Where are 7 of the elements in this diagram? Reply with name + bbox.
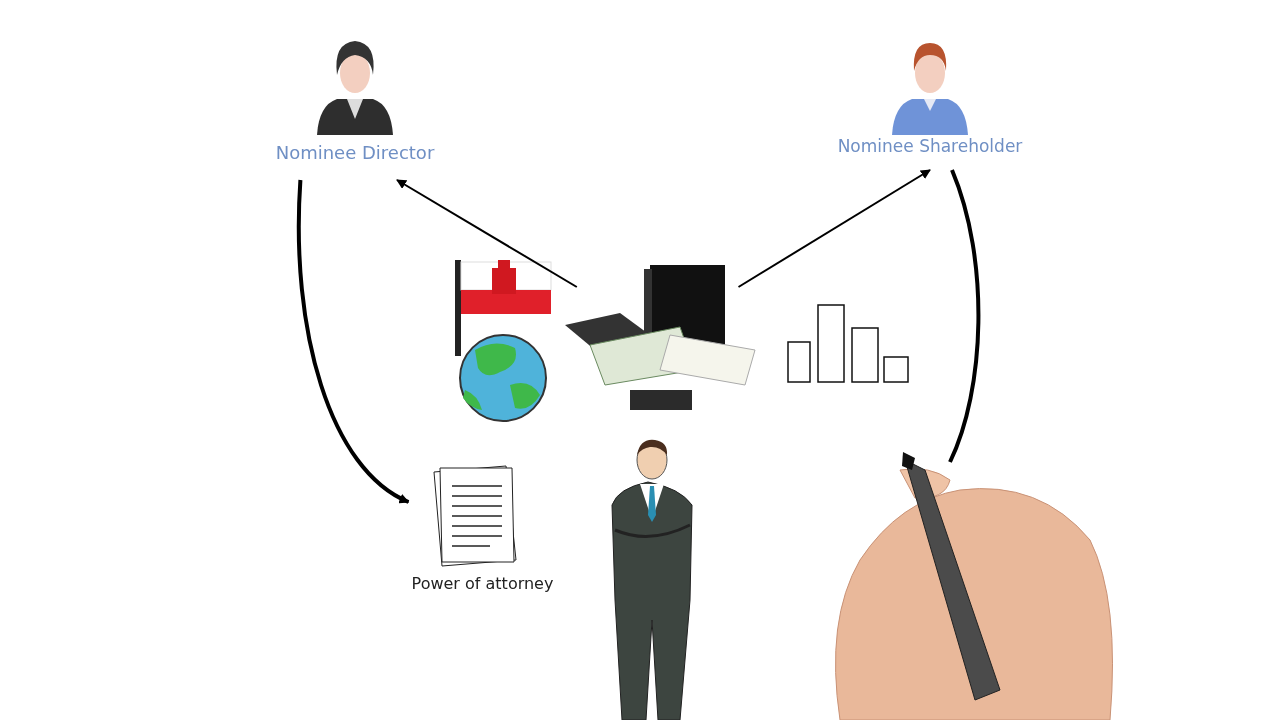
node-label: Power of attorney [410, 574, 555, 593]
arrow [296, 179, 410, 504]
arrow [737, 169, 931, 288]
connector-line [948, 169, 981, 463]
arrow [396, 179, 578, 288]
node-label: Nominee Director [274, 142, 436, 163]
node-label: Nominee Shareholder [836, 136, 1024, 156]
